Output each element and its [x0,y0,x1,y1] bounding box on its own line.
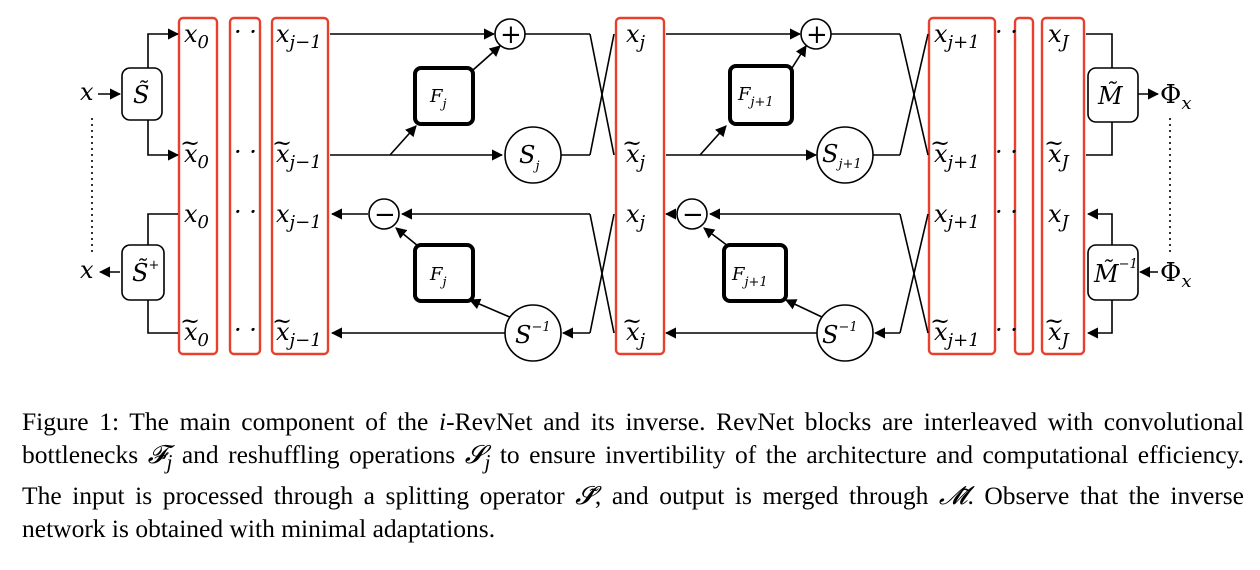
irevnet-diagram: x S̃ x0 x0 ~ · · · · xj−1 xj−1 ~ + Fj Sj [80,16,1191,362]
group-xjp1 [927,16,997,356]
group-xJ [1040,16,1086,356]
xjm1-bottom: xj−1 [276,200,322,233]
caption-s-symbol: 𝓢 [464,440,485,469]
x0-tilde-top: x0 [184,140,209,173]
tilde-mark: ~ [622,129,642,157]
bottleneck-Fj-box [413,66,475,126]
xjp1-top: xj+1 [934,20,980,53]
shuffle-Sjp1-label: Sj+1 [822,140,862,172]
output-phi-top: Φx [1160,80,1191,114]
shuffle-Sjp1-inverse-label: S−1 [822,320,858,349]
xj-tilde-top: xj [626,140,646,173]
forward-pass: x S̃ x0 x0 ~ · · · · xj−1 xj−1 ~ + Fj Sj [80,18,1191,184]
split-inverse-box [121,244,165,301]
xJ-top: xJ [1048,20,1071,53]
shuffle-Sjp1-inverse-node [816,304,874,362]
split-inverse-label: S̃+ [132,258,159,287]
bottleneck-Fj-inverse-label: Fj [429,264,447,290]
dots: · · [995,138,1018,166]
inverse-pass: x S̃+ x0 x0 ~ · · · · xj−1 xj−1 ~ − Fj S… [80,198,1191,362]
x0-tilde-bottom: x0 [184,318,209,351]
caption-split-symbol: 𝓢̃ [575,481,595,511]
dots: · · [995,316,1018,344]
xJ-bottom: xJ [1048,200,1071,233]
caption-mid2: to ensure invertibility of the architect… [22,440,1244,511]
xj-top: xj [626,20,646,53]
caption-body: -RevNet and its inverse. RevNet blocks a… [22,407,1244,469]
caption-merge-symbol: 𝓜̃ [938,481,968,511]
group-x0 [177,16,219,356]
caption-mid: and reshuffling operations [172,440,465,469]
tilde-mark: ~ [180,307,200,335]
xjp1-tilde-top: xj+1 [934,140,980,173]
group-boxes [177,16,1086,356]
caption-f-sub: j [166,450,173,475]
bottleneck-Fj-label: Fj [429,86,447,112]
xjm1-tilde-bottom: xj−1 [276,318,322,351]
tilde-mark: ~ [1044,307,1064,335]
dots: · · [234,198,257,226]
group-dots-2 [1013,16,1035,356]
plus-sign: + [806,20,828,50]
tilde-mark: ~ [272,307,292,335]
minus-node-jp1 [676,198,708,230]
tilde-mark: ~ [1044,129,1064,157]
caption-mid3: , and output is merged through [594,481,939,511]
merge-inverse-label: M̃−1 [1093,257,1138,288]
group-xj [614,16,666,356]
merge-inverse-box [1087,244,1139,301]
tilde-mark: ~ [930,307,950,335]
xJ-tilde-bottom: xJ [1048,318,1071,351]
tilde-mark: ~ [622,307,642,335]
split-operator-box [121,67,163,121]
caption-s-sub: j [484,450,491,475]
split-operator-label: S̃ [133,81,149,109]
bottleneck-Fjp1-label: Fj+1 [737,84,774,110]
dots: · · [234,18,257,46]
xjp1-bottom: xj+1 [934,200,980,233]
inverse-output-x-label: x [80,256,94,284]
bottleneck-Fj-inverse-box [413,243,475,303]
xjm1-tilde-top: xj−1 [276,140,322,173]
caption-prefix: Figure 1: The main component of the [22,407,440,436]
bottleneck-Fjp1-inverse-box [722,243,788,303]
caption-f-symbol: 𝓕 [147,440,167,469]
shuffle-Sj-inverse-label: S−1 [515,320,551,349]
caption-end: . Observe that the inverse network is ob… [22,481,1244,544]
dots: · · [234,138,257,166]
dots: · · [995,198,1018,226]
output-phi-bottom: Φx [1160,258,1191,292]
merge-operator-label: M̃ [1097,82,1124,110]
tilde-mark: ~ [272,129,292,157]
group-dots-1 [228,16,262,356]
figure-caption: Figure 1: The main component of the i-Re… [22,405,1244,545]
xJ-tilde-top: xJ [1048,140,1071,173]
minus-sign: − [682,200,704,230]
input-x-label: x [80,78,94,106]
caption-i: i [439,407,447,436]
x0-top: x0 [184,20,209,53]
tilde-mark: ~ [180,129,200,157]
shuffle-Sj-label: Sj [519,141,539,174]
bottleneck-Fjp1-box [728,64,794,126]
dots: · · [995,18,1018,46]
group-xjm1 [270,16,330,356]
tilde-mark: ~ [930,129,950,157]
minus-node-j [368,198,400,230]
xjp1-tilde-bottom: xj+1 [934,318,980,351]
xj-tilde-bottom: xj [626,318,646,351]
minus-sign: − [374,200,396,230]
shuffle-Sj-inverse-node [504,304,562,362]
bottleneck-Fjp1-inverse-label: Fj+1 [731,264,768,290]
merge-operator-box [1087,67,1139,123]
xjm1-top: xj−1 [276,20,322,53]
x0-bottom: x0 [184,200,209,233]
dots: · · [234,316,257,344]
plus-sign: + [500,20,522,50]
xj-bottom: xj [626,200,646,233]
